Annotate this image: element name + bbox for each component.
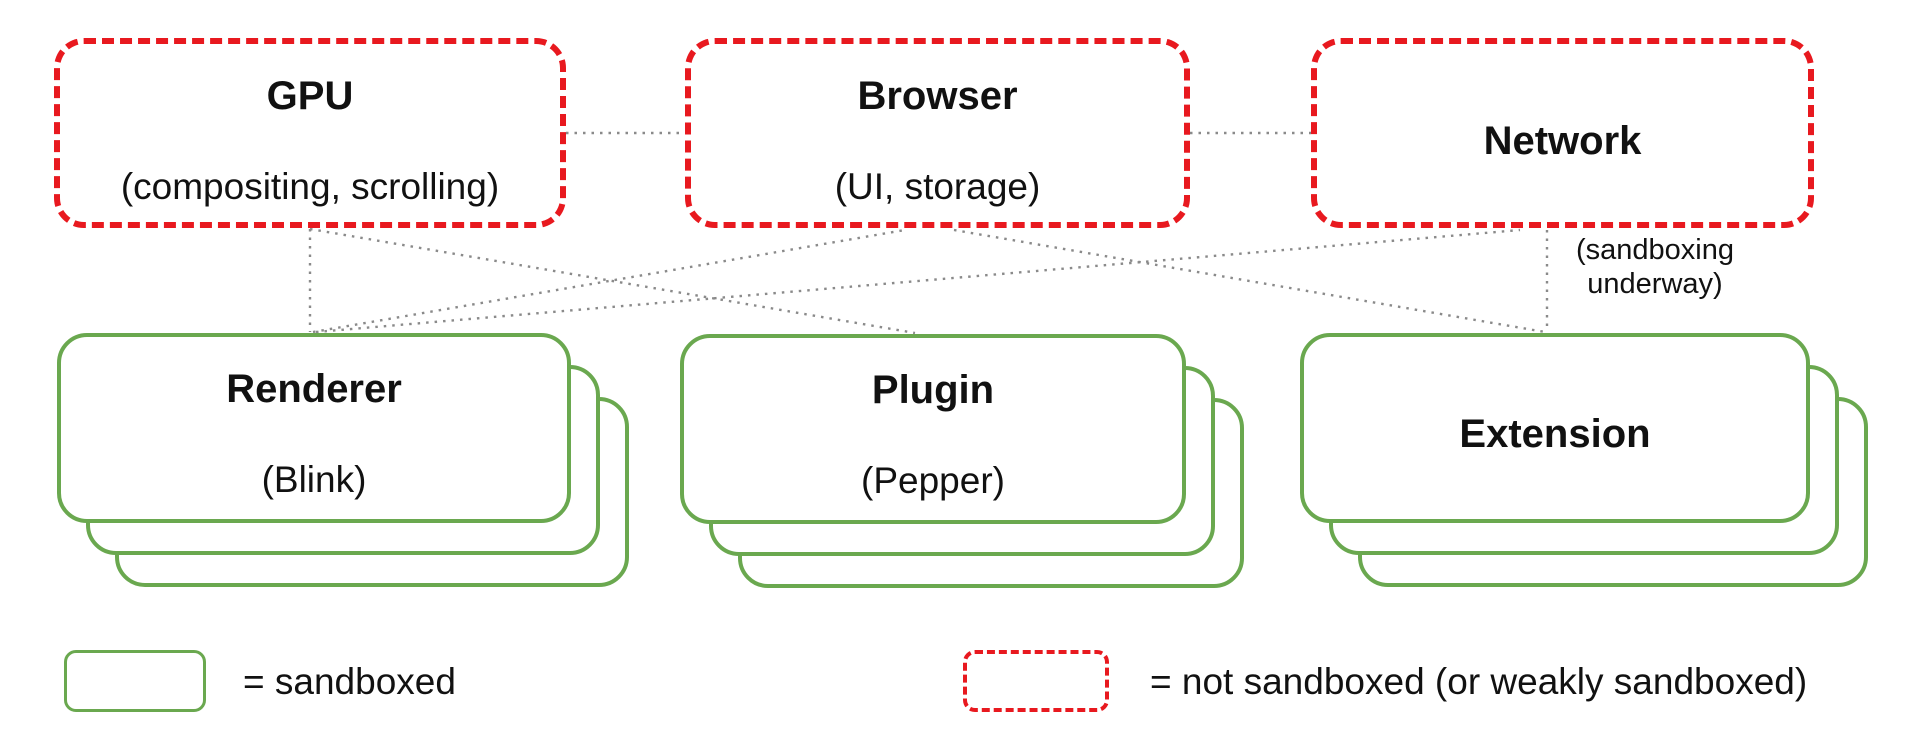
node-renderer-stack: Renderer (Blink) [57,333,687,593]
node-browser: Browser (UI, storage) [685,38,1190,228]
node-network-title: Network [1483,119,1642,163]
legend-sandboxed-label: = sandboxed [243,661,456,702]
node-browser-title: Browser [857,74,1018,118]
node-extension: Extension [1300,333,1810,523]
node-network: Network [1311,38,1814,228]
node-renderer-subtitle: (Blink) [261,459,367,500]
node-plugin: Plugin (Pepper) [680,334,1186,524]
legend-not-sandboxed-label: = not sandboxed (or weakly sandboxed) [1150,661,1808,702]
node-gpu: GPU (compositing, scrolling) [54,38,566,228]
edge-gpu-plugin [309,227,916,335]
edge-renderer-network [315,228,1521,334]
legend-not-sandboxed-swatch [963,650,1109,712]
edge-renderer-browser [312,228,906,334]
node-plugin-title: Plugin [871,368,995,412]
node-browser-subtitle: (UI, storage) [834,166,1041,207]
node-extension-stack: Extension [1300,333,1920,593]
network-sandboxing-annotation: (sandboxing underway) [1576,234,1734,300]
node-extension-title: Extension [1459,412,1651,456]
legend-sandboxed-swatch [64,650,206,712]
node-gpu-title: GPU [266,74,354,118]
node-plugin-stack: Plugin (Pepper) [680,334,1305,594]
node-renderer-title: Renderer [226,367,402,411]
node-plugin-subtitle: (Pepper) [861,460,1005,501]
edge-browser-extension [953,228,1546,334]
node-gpu-subtitle: (compositing, scrolling) [120,166,500,207]
node-renderer: Renderer (Blink) [57,333,571,523]
